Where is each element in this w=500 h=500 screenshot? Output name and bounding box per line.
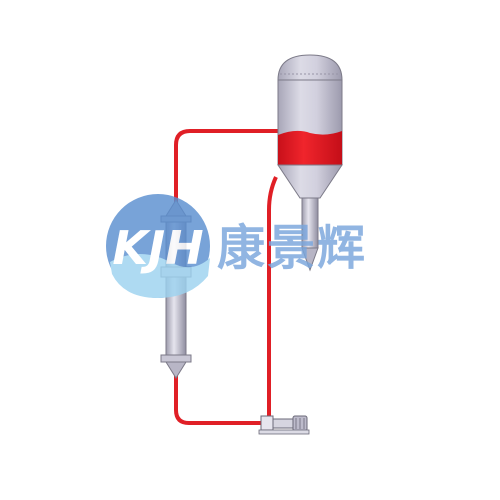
pipe-return-segment	[267, 176, 278, 420]
logo-wave	[110, 254, 210, 298]
watermark: KJH 康景辉	[106, 194, 367, 298]
circulation-pump	[258, 415, 310, 435]
pipe-top-segment	[174, 129, 278, 205]
brand-name: 康景辉	[217, 220, 367, 276]
vessel-cone	[277, 164, 343, 199]
separator-vessel	[277, 54, 343, 272]
vessel-liquid	[278, 130, 342, 165]
vessel-dome	[277, 54, 343, 81]
logo-text: KJH	[112, 221, 203, 275]
column-bottom-cap	[165, 361, 187, 379]
pipe-bottom-segment	[174, 374, 262, 425]
circulation-pipe	[174, 129, 278, 425]
